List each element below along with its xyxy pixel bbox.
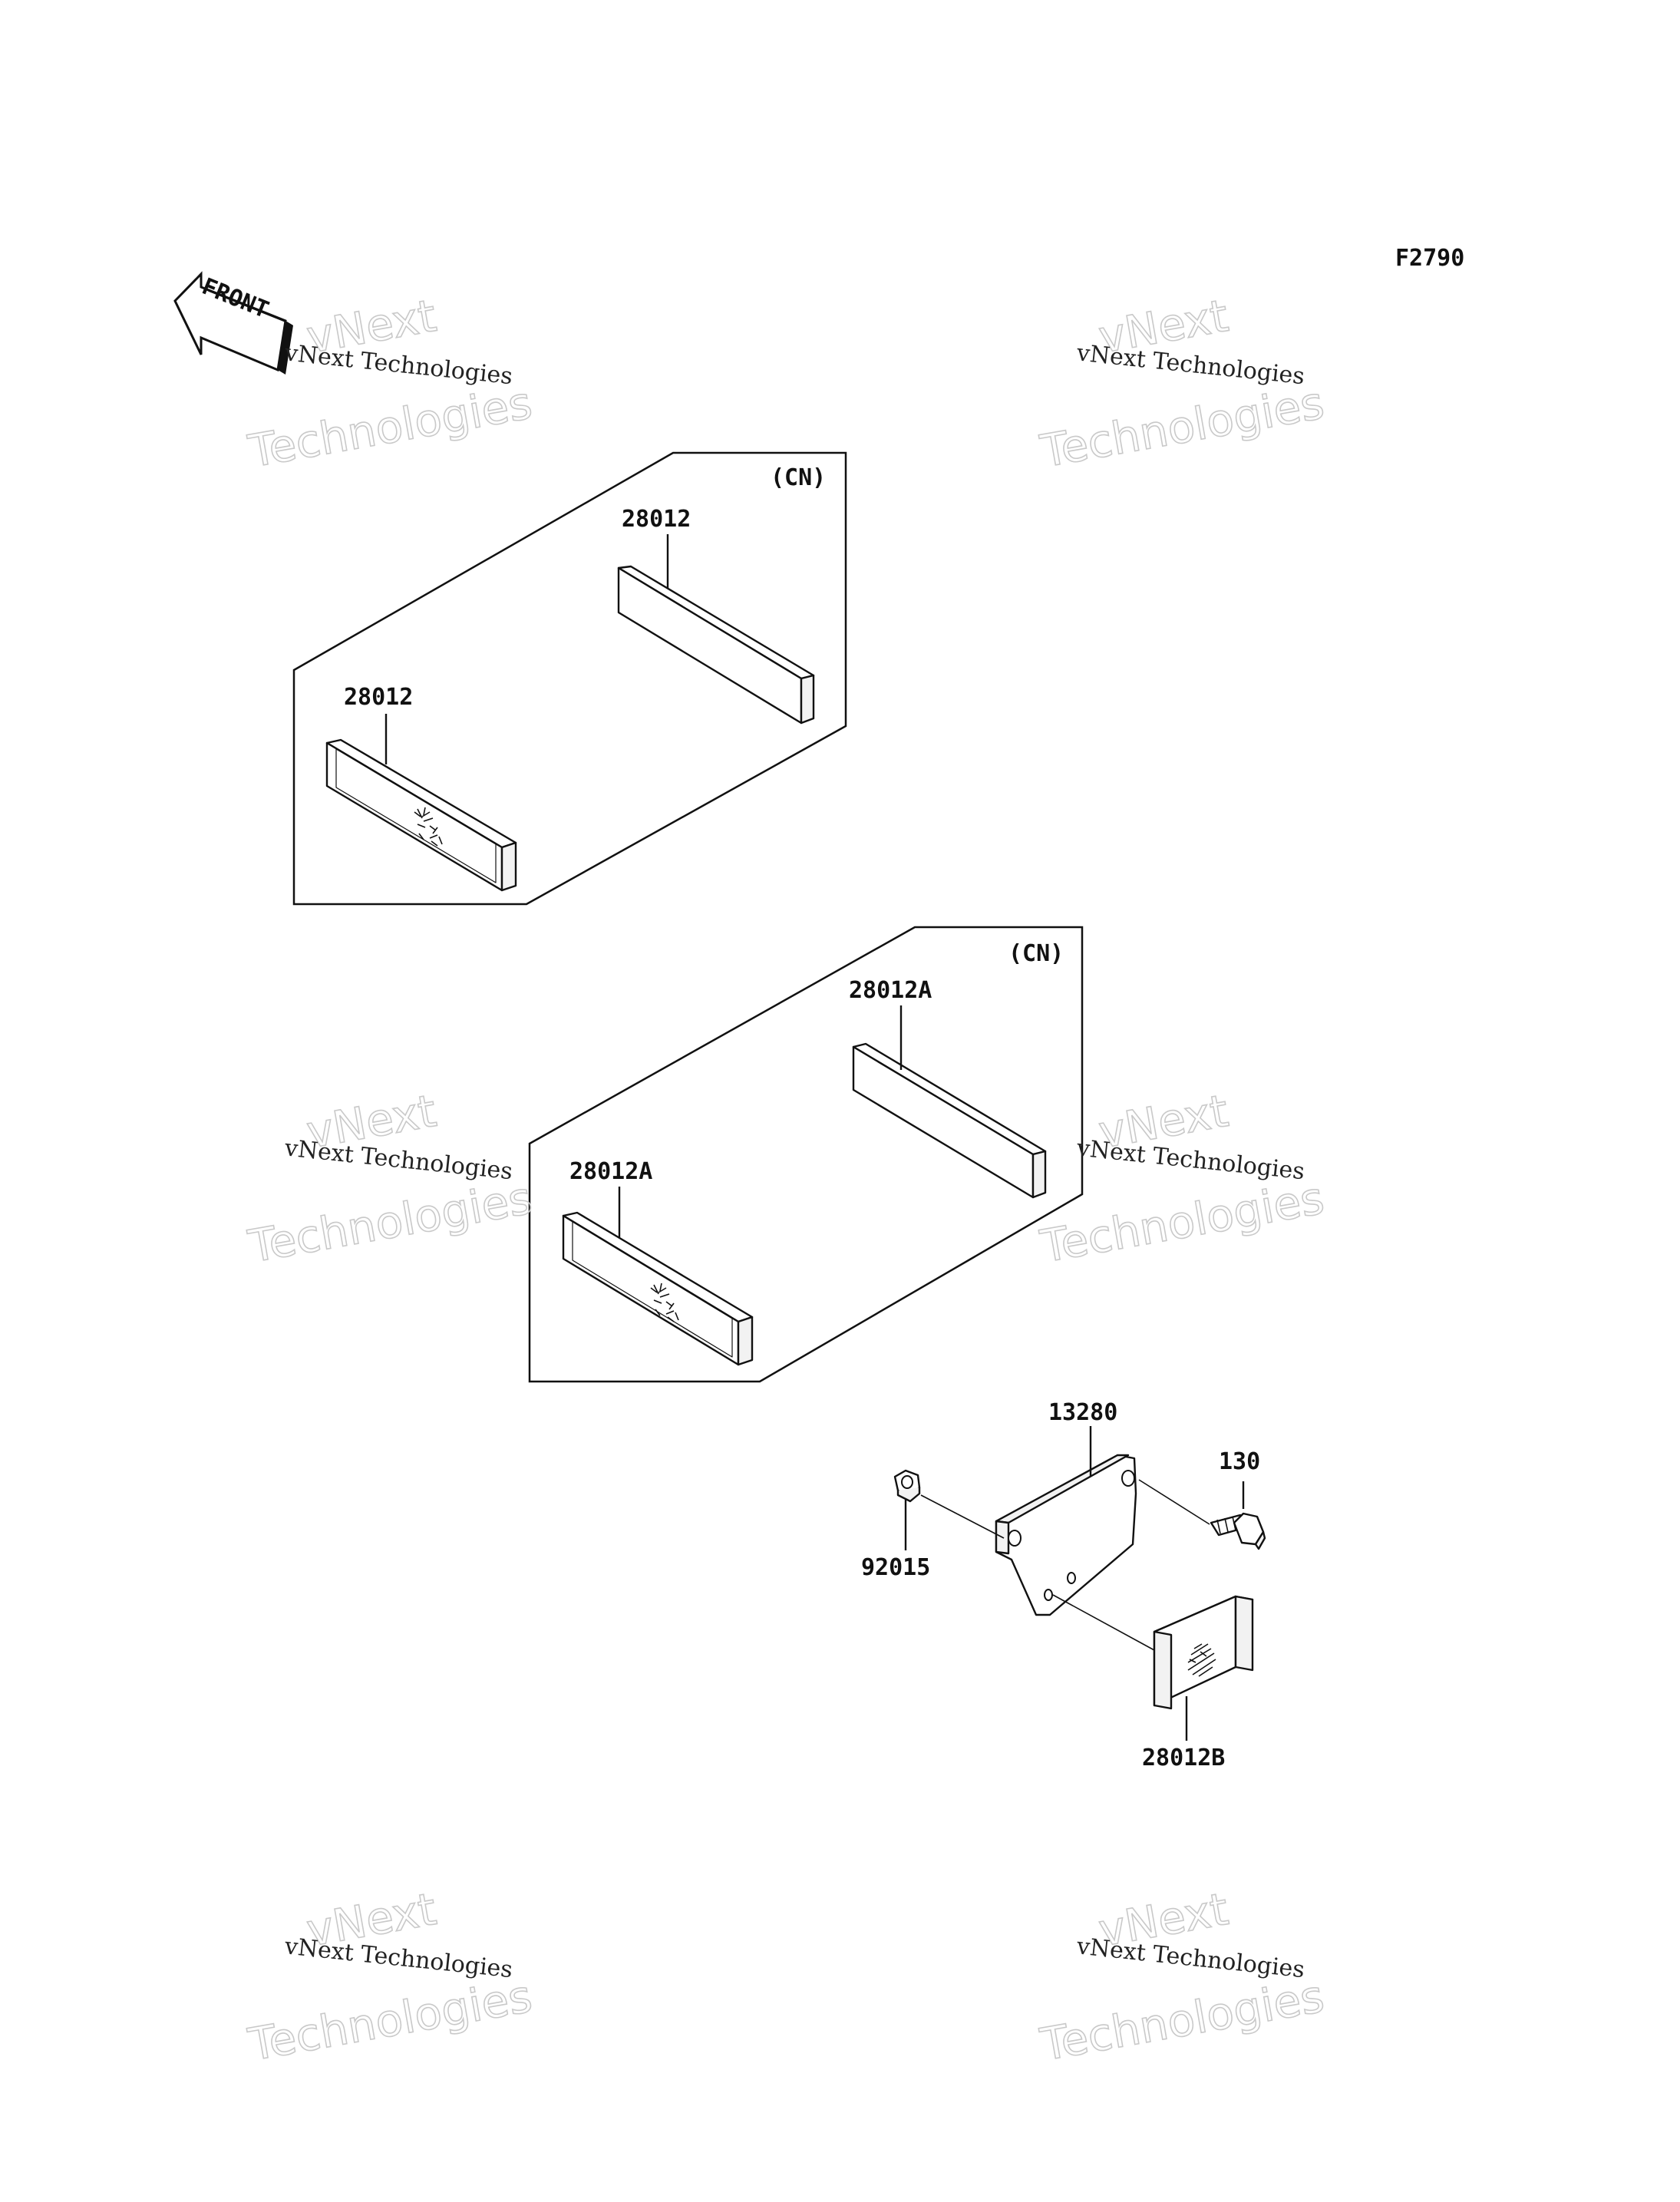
group-middle-region-tag: (CN) bbox=[1008, 940, 1064, 967]
part-label-reflector: 28012B bbox=[1142, 1745, 1225, 1771]
watermark-company: Technologies bbox=[1036, 1172, 1328, 1273]
watermark-company: Technologies bbox=[244, 377, 536, 478]
front-arrow-icon: FRONT bbox=[173, 271, 293, 375]
watermark-middle-right: vNext vNext Technologies Technologies bbox=[1036, 1084, 1328, 1273]
watermark-top-left: vNext vNext Technologies Technologies bbox=[244, 289, 536, 478]
watermark-company: Technologies bbox=[1036, 377, 1328, 478]
group-top-region-tag: (CN) bbox=[771, 464, 826, 491]
watermark-middle-left: vNext vNext Technologies Technologies bbox=[244, 1084, 536, 1273]
bracket-13280 bbox=[995, 1454, 1137, 1616]
reflector-28012B bbox=[1153, 1595, 1254, 1710]
reflector-top-lower bbox=[325, 738, 517, 892]
group-middle-frame bbox=[528, 926, 1084, 1383]
part-label-bracket: 13280 bbox=[1048, 1399, 1117, 1426]
watermark-top-right: vNext vNext Technologies Technologies bbox=[1036, 289, 1328, 478]
reflector-middle-upper bbox=[852, 1042, 1047, 1199]
watermark-company: Technologies bbox=[244, 1970, 536, 2072]
nut-92015 bbox=[893, 1469, 921, 1503]
reflector-middle-lower bbox=[562, 1211, 754, 1366]
watermark-company: Technologies bbox=[1036, 1970, 1328, 2072]
watermark-company: Technologies bbox=[244, 1172, 536, 1273]
part-label-top-lower: 28012 bbox=[344, 684, 413, 711]
reflector-pattern-icon bbox=[1187, 1643, 1216, 1677]
assembly-line-reflector bbox=[1052, 1594, 1155, 1651]
part-label-top-upper: 28012 bbox=[622, 506, 691, 533]
part-label-nut: 92015 bbox=[861, 1554, 930, 1581]
reflector-pattern-icon bbox=[414, 807, 443, 847]
group-top-frame bbox=[292, 451, 847, 906]
figure-code: F2790 bbox=[1395, 245, 1464, 272]
watermark-bottom-left: vNext vNext Technologies Technologies bbox=[244, 1882, 536, 2072]
watermark-bottom-right: vNext vNext Technologies Technologies bbox=[1036, 1882, 1328, 2072]
part-label-bolt: 130 bbox=[1219, 1448, 1260, 1475]
part-label-middle-upper: 28012A bbox=[849, 977, 932, 1004]
bolt-130 bbox=[1210, 1512, 1266, 1550]
reflector-pattern-icon bbox=[650, 1283, 679, 1322]
assembly-line-nut bbox=[920, 1494, 1005, 1539]
part-label-middle-lower: 28012A bbox=[569, 1158, 652, 1185]
assembly-line-bolt bbox=[1138, 1479, 1210, 1525]
reflector-top-upper bbox=[617, 565, 815, 725]
